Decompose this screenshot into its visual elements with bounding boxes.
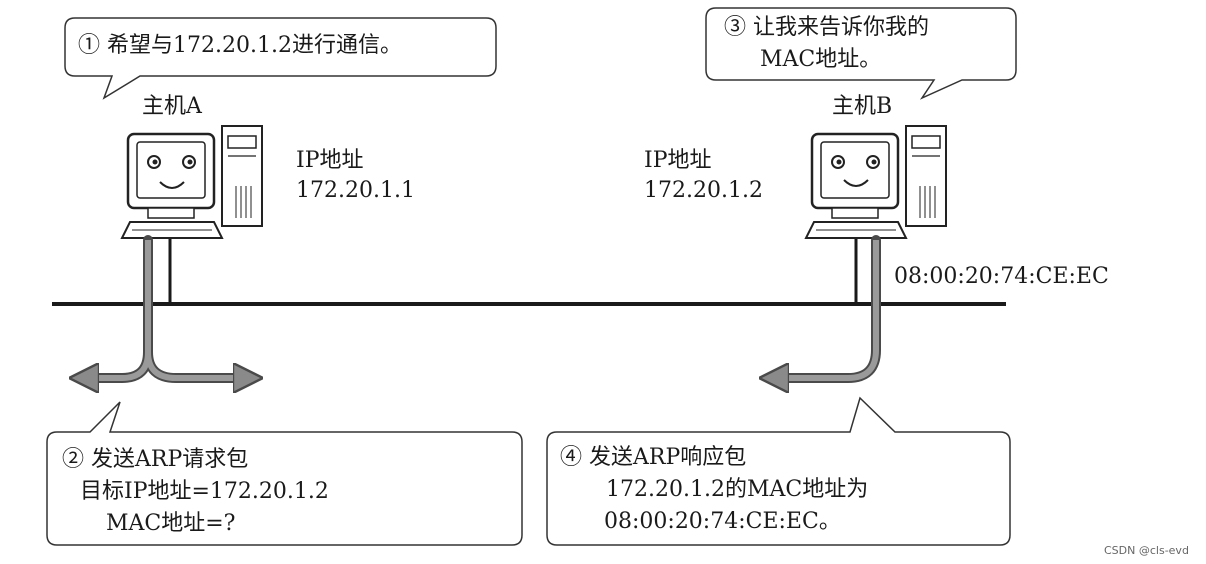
host-b-mac-address: 08:00:20:74:CE:EC	[894, 264, 1109, 289]
bubble-2-line2: 目标IP地址=172.20.1.2	[80, 479, 329, 504]
host-a-ip-value: 172.20.1.1	[296, 178, 415, 203]
bubble-4-line2: 172.20.1.2的MAC地址为	[606, 477, 869, 502]
host-a-ip-label: IP地址	[296, 148, 364, 173]
bubble-2-line1: ② 发送ARP请求包	[62, 447, 249, 472]
speech-bubble-4	[546, 396, 1011, 546]
watermark-text: CSDN @cls-evd	[1104, 544, 1189, 557]
host-b-computer-icon	[804, 125, 947, 239]
speech-bubble-1	[64, 17, 497, 100]
host-b-ip-value: 172.20.1.2	[644, 178, 763, 203]
bubble-4-line3: 08:00:20:74:CE:EC。	[604, 509, 841, 534]
bubble-2-line3: MAC地址=?	[106, 511, 236, 536]
bubble-3-line2: MAC地址。	[760, 47, 882, 72]
speech-bubble-3	[705, 7, 1017, 100]
host-b-ip-label: IP地址	[644, 148, 712, 173]
host-a-computer-icon	[120, 125, 263, 239]
speech-bubble-2	[46, 401, 523, 546]
host-a-name: 主机A	[142, 94, 202, 119]
bubble-3-line1: ③ 让我来告诉你我的	[724, 15, 929, 40]
arp-reply-arrow	[772, 235, 881, 378]
host-b-name: 主机B	[832, 94, 893, 119]
bubble-1-text: ① 希望与172.20.1.2进行通信。	[78, 33, 402, 58]
arp-request-broadcast-arrow	[82, 235, 250, 378]
bubble-4-line1: ④ 发送ARP响应包	[560, 445, 747, 470]
